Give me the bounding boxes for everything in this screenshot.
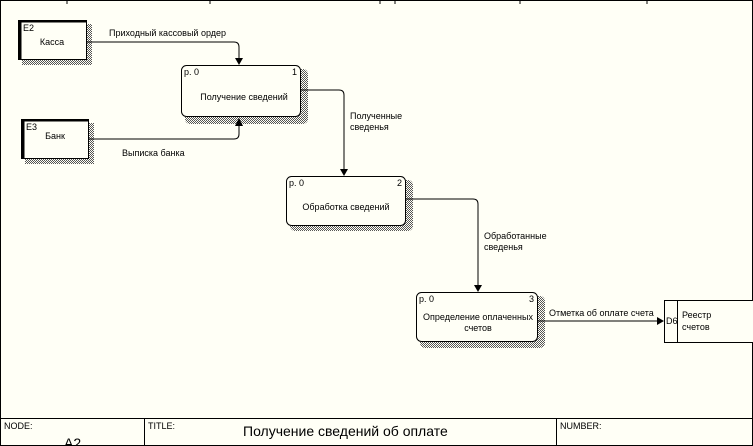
external-entity-name: Касса <box>40 37 64 47</box>
external-entity-id: E2 <box>23 23 34 33</box>
node-value: А2 <box>64 435 81 446</box>
data-store-name: счетов <box>682 322 710 332</box>
diagram-title: Получение сведений об оплате <box>243 423 448 439</box>
process-ref: p. 0 <box>289 178 304 188</box>
flow-label: Обработанные <box>484 231 547 241</box>
process-name: счетов <box>464 323 492 333</box>
external-entity-kassa[interactable]: E2 Касса <box>18 20 92 66</box>
flow-label: Выписка банка <box>122 148 185 158</box>
process-number: 2 <box>397 178 402 188</box>
process-name: Определение оплаченных <box>423 312 533 322</box>
title-label: TITLE: <box>148 421 175 431</box>
flow-arrow-payment-mark[interactable]: Отметка об оплате счета <box>537 308 664 325</box>
process-box-2[interactable]: p. 0 2 Обработка сведений <box>286 176 414 232</box>
process-name: Получение сведений <box>200 92 288 102</box>
flow-label: Полученные <box>350 111 402 121</box>
flow-arrow-processed-info[interactable]: Обработанные сведенья <box>405 198 547 292</box>
top-ruler <box>66 0 648 4</box>
process-number: 3 <box>529 294 534 304</box>
flow-arrow-cash-order[interactable]: Приходный кассовый ордер <box>86 28 243 65</box>
process-name: Обработка сведений <box>302 202 389 212</box>
number-label: NUMBER: <box>560 421 602 431</box>
process-ref: p. 0 <box>419 294 434 304</box>
external-entity-id: E3 <box>26 122 37 132</box>
flow-arrow-received-info[interactable]: Полученные сведенья <box>300 89 402 176</box>
flow-label: сведенья <box>484 242 523 252</box>
flow-label: сведенья <box>350 122 389 132</box>
process-box-1[interactable]: p. 0 1 Получение сведений <box>181 65 309 125</box>
data-store-name: Реестр <box>682 310 711 320</box>
external-entity-bank[interactable]: E3 Банк <box>21 119 94 165</box>
flow-arrow-bank-statement[interactable]: Выписка банка <box>88 118 243 158</box>
data-store-d6[interactable]: D6 Реестр счетов <box>664 300 753 343</box>
external-entity-name: Банк <box>45 131 65 141</box>
process-number: 1 <box>292 67 297 77</box>
process-box-3[interactable]: p. 0 3 Определение оплаченных счетов <box>416 292 546 349</box>
flow-label: Отметка об оплате счета <box>549 308 654 318</box>
node-label: NODE: <box>4 421 33 431</box>
title-block: NODE: А2 TITLE: Получение сведений об оп… <box>0 418 753 446</box>
process-ref: p. 0 <box>184 67 199 77</box>
data-store-id: D6 <box>666 316 678 326</box>
flow-label: Приходный кассовый ордер <box>109 28 226 38</box>
